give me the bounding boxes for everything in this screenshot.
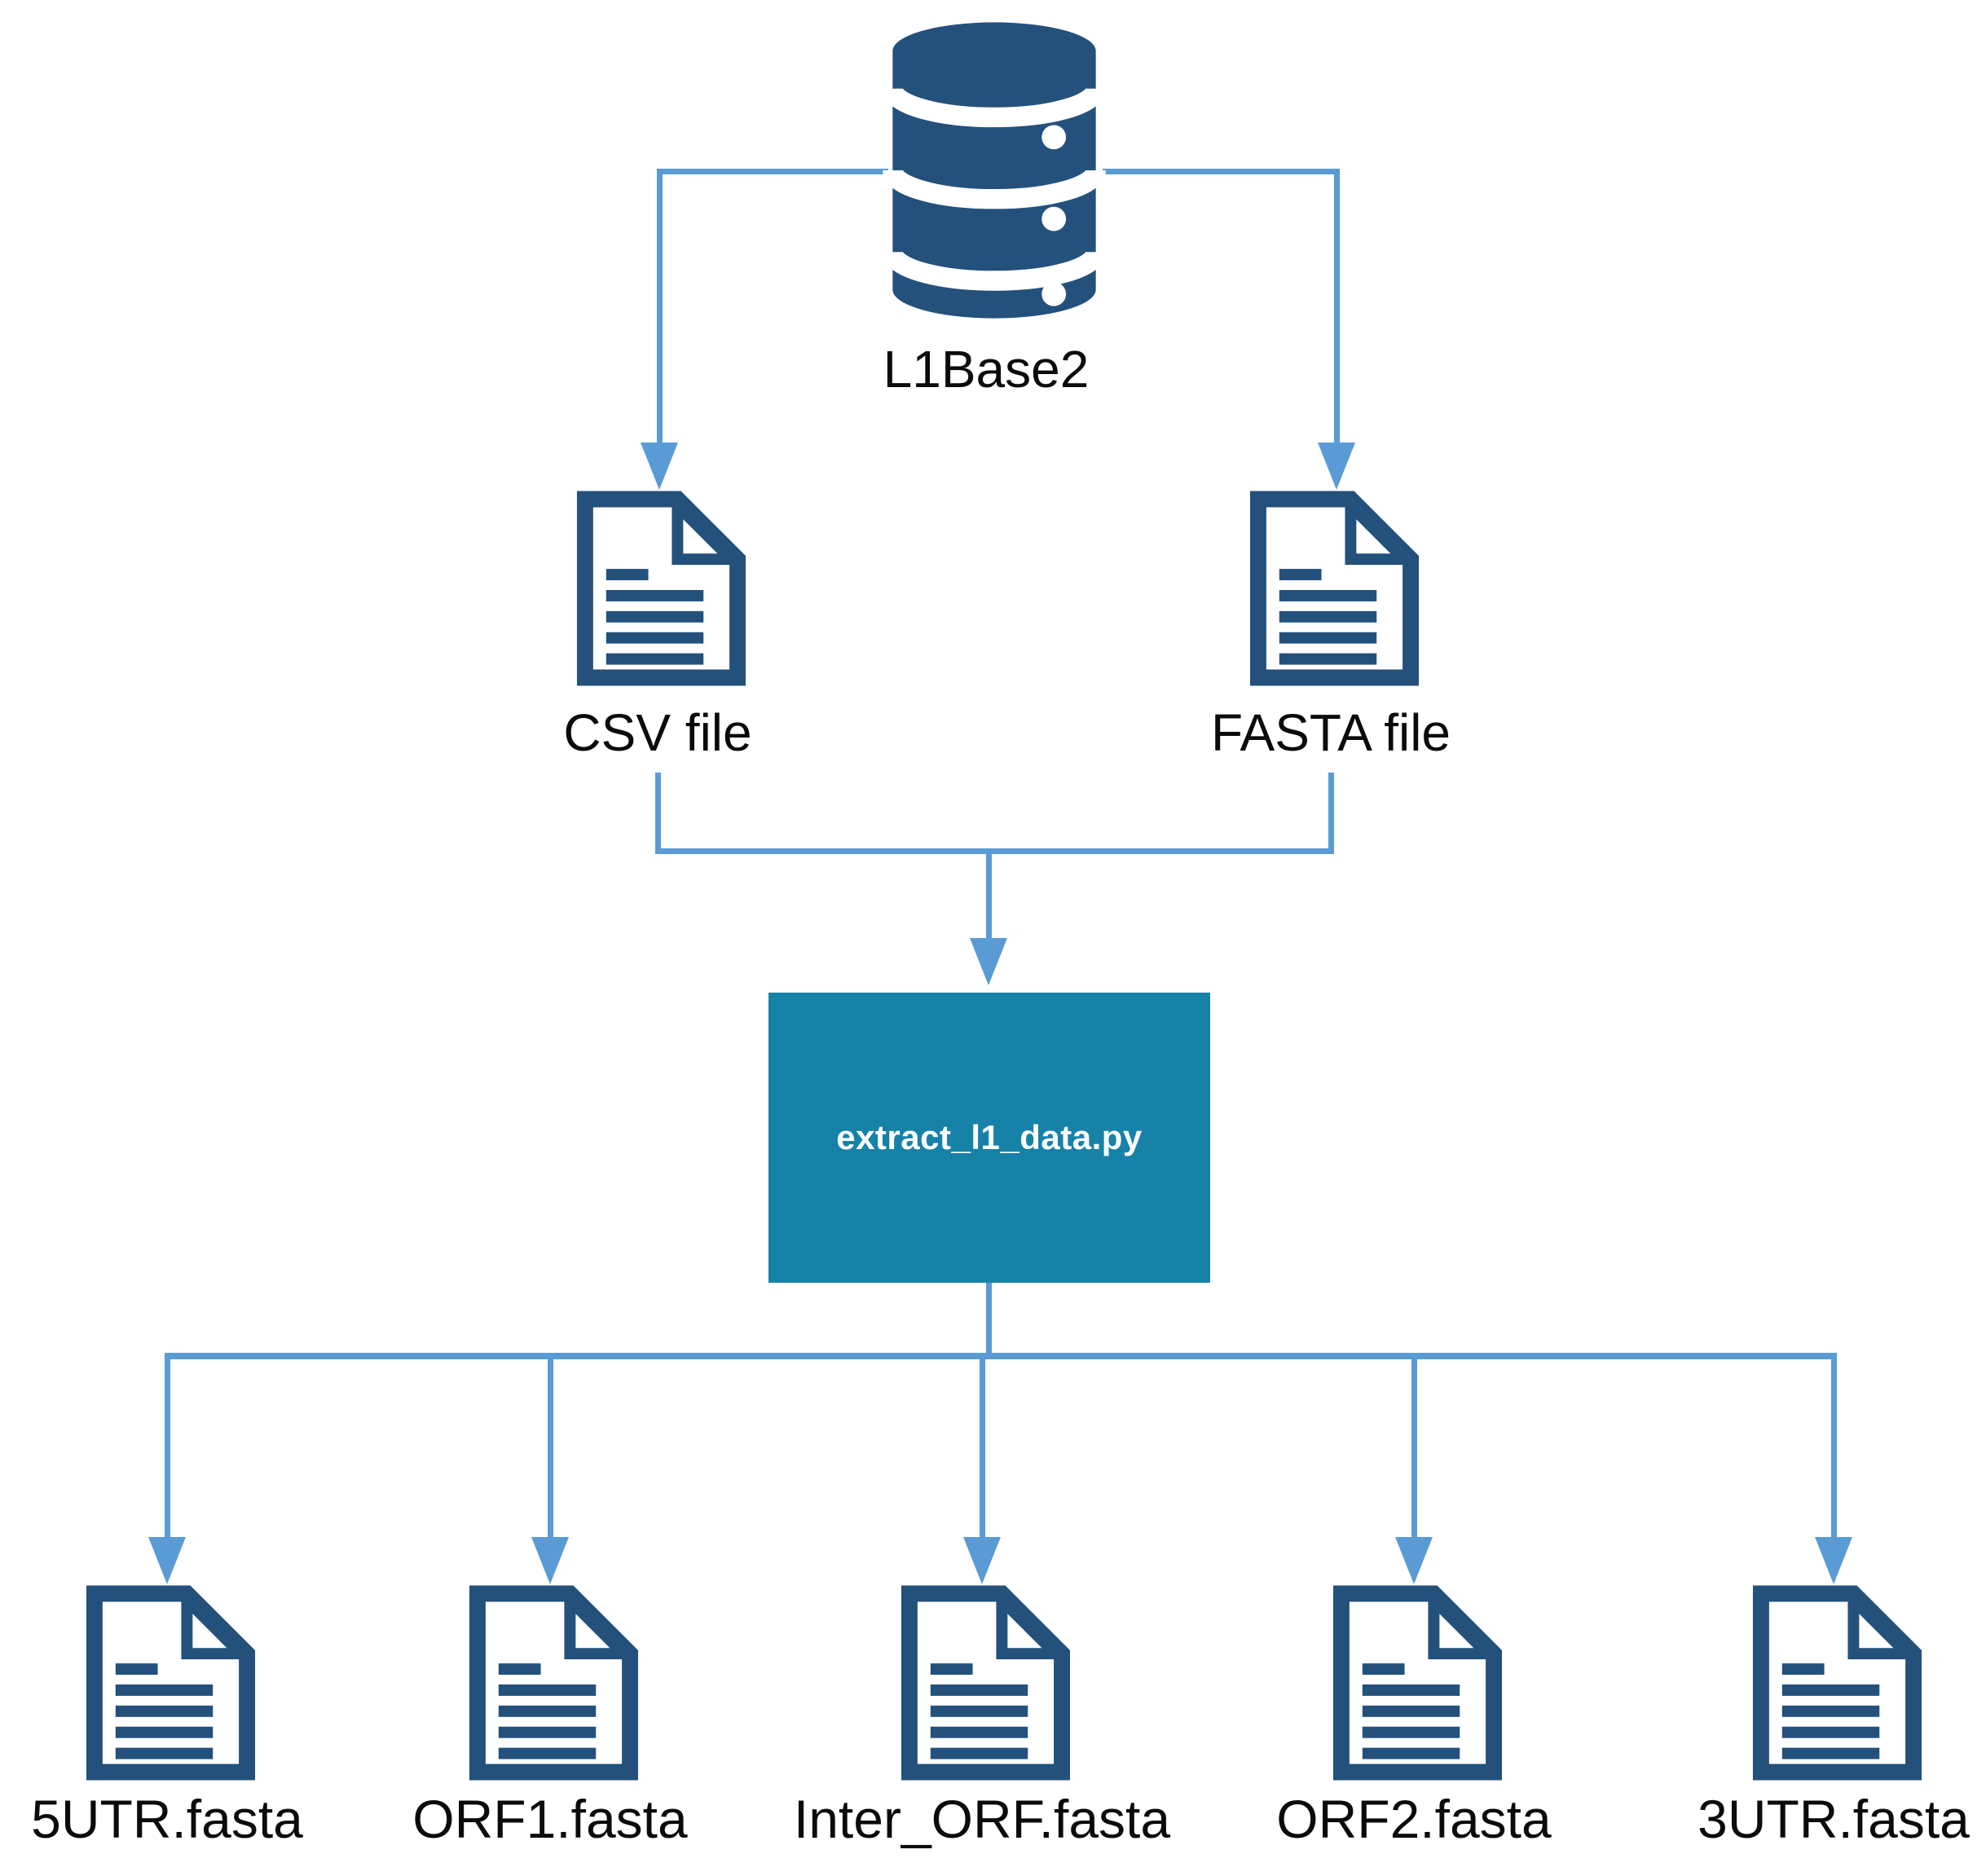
output-orf2-label: ORF2.fasta [1276, 1789, 1552, 1849]
output-orf2-icon [1332, 1585, 1502, 1781]
arrowhead-fasta [1318, 443, 1355, 490]
output-3utr-icon [1752, 1585, 1922, 1781]
connector-output-1-down [165, 1353, 170, 1539]
database-label: L1Base2 [883, 340, 1090, 399]
connector-output-2-down [548, 1353, 553, 1539]
database-icon [883, 22, 1106, 319]
script-node: extract_l1_data.py [768, 993, 1210, 1283]
connector-csv-down [655, 773, 661, 854]
connector-db-to-fasta-vertical [1334, 169, 1340, 444]
connector-db-to-csv-vertical [657, 169, 663, 444]
output-5utr-label: 5UTR.fasta [31, 1789, 303, 1849]
connector-output-5-down [1831, 1353, 1837, 1539]
output-inter-orf-icon [901, 1585, 1070, 1781]
connector-fasta-down [1328, 773, 1334, 854]
arrowhead-output-1 [148, 1537, 186, 1584]
output-orf1-label: ORF1.fasta [412, 1789, 688, 1849]
output-5utr-icon [86, 1585, 255, 1781]
output-inter-orf-label: Inter_ORF.fasta [793, 1789, 1171, 1849]
arrowhead-csv [641, 443, 678, 490]
connector-script-down [986, 1283, 992, 1356]
output-3utr-label: 3UTR.fasta [1698, 1789, 1970, 1849]
csv-file-icon [576, 491, 746, 686]
connector-outputs-horizontal [165, 1353, 1837, 1359]
arrowhead-output-5 [1815, 1537, 1852, 1584]
arrowhead-output-2 [531, 1537, 569, 1584]
connector-output-4-down [1411, 1353, 1417, 1539]
fasta-file-icon [1249, 491, 1419, 686]
connector-db-left-horizontal [657, 169, 888, 174]
csv-file-label: CSV file [563, 703, 752, 762]
connector-merge-horizontal [655, 848, 1334, 854]
arrowhead-output-3 [963, 1537, 1001, 1584]
script-label: extract_l1_data.py [836, 1118, 1143, 1156]
arrowhead-output-4 [1395, 1537, 1433, 1584]
connector-db-right-horizontal [1103, 169, 1339, 174]
connector-merge-to-script [986, 848, 992, 940]
connector-output-3-down [980, 1353, 985, 1539]
output-orf1-icon [469, 1585, 638, 1781]
arrowhead-script [970, 938, 1007, 985]
fasta-file-label: FASTA file [1210, 703, 1451, 762]
